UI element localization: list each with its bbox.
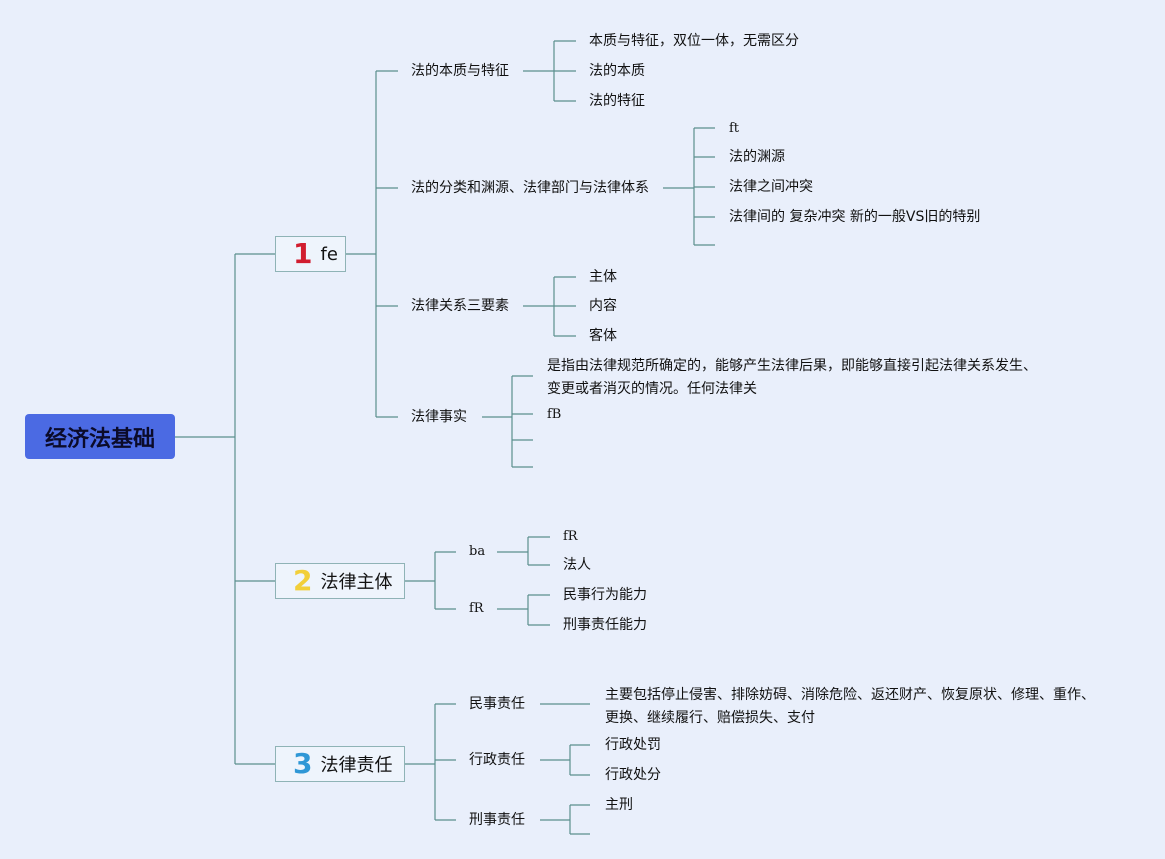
leaf-criminal-1[interactable]: 主刑 bbox=[605, 797, 633, 813]
leaf-classification-2[interactable]: 法的渊源 bbox=[729, 149, 785, 165]
topic-ba[interactable]: ba bbox=[469, 544, 486, 559]
topic-classification[interactable]: 法的分类和渊源、法律部门与法律体系 bbox=[411, 180, 649, 196]
leaf-admin-2[interactable]: 行政处分 bbox=[605, 767, 661, 783]
topic-essence[interactable]: 法的本质与特征 bbox=[411, 63, 509, 79]
topic-civil[interactable]: 民事责任 bbox=[469, 696, 525, 712]
branch-number-1: 1 bbox=[293, 237, 313, 270]
branch-node-2[interactable]: 2 法律主体 bbox=[275, 563, 405, 599]
topic-criminal[interactable]: 刑事责任 bbox=[469, 812, 525, 828]
branch-label-2: 法律主体 bbox=[320, 572, 393, 593]
leaf-ba-2[interactable]: 法人 bbox=[563, 557, 591, 573]
topic-admin[interactable]: 行政责任 bbox=[469, 752, 525, 768]
leaf-facts-1[interactable]: fB bbox=[547, 407, 562, 422]
topic-relation[interactable]: 法律关系三要素 bbox=[411, 298, 509, 314]
topic-facts[interactable]: 法律事实 bbox=[411, 409, 467, 425]
leaf-essence-3[interactable]: 法的特征 bbox=[589, 93, 645, 109]
root-node[interactable]: 经济法基础 bbox=[25, 414, 175, 459]
root-label: 经济法基础 bbox=[44, 426, 155, 452]
branch-node-1[interactable]: 1 fe bbox=[275, 236, 346, 272]
leaf-facts-definition[interactable]: 是指由法律规范所确定的，能够产生法律后果，即能够直接引起法律关系发生、变更或者消… bbox=[547, 358, 1037, 397]
branch-number-2: 2 bbox=[293, 564, 313, 597]
leaf-fr-2[interactable]: 刑事责任能力 bbox=[563, 617, 647, 633]
leaf-classification-3[interactable]: 法律之间冲突 bbox=[729, 179, 813, 195]
leaf-classification-1[interactable]: ft bbox=[729, 121, 740, 136]
branch-node-3[interactable]: 3 法律责任 bbox=[275, 746, 405, 782]
leaf-essence-2[interactable]: 法的本质 bbox=[589, 63, 645, 79]
branch-number-3: 3 bbox=[293, 747, 313, 780]
leaf-fr-1[interactable]: 民事行为能力 bbox=[563, 587, 647, 603]
leaf-classification-4[interactable]: 法律间的 复杂冲突 新的一般VS旧的特别 bbox=[729, 209, 981, 225]
leaf-ba-1[interactable]: fR bbox=[563, 529, 578, 544]
leaf-relation-3[interactable]: 客体 bbox=[589, 328, 617, 344]
leaf-admin-1[interactable]: 行政处罚 bbox=[605, 737, 661, 753]
leaf-relation-2[interactable]: 内容 bbox=[589, 298, 617, 314]
branch-label-3: 法律责任 bbox=[320, 755, 393, 776]
topic-fr[interactable]: fR bbox=[469, 601, 484, 616]
leaf-relation-1[interactable]: 主体 bbox=[589, 269, 617, 285]
branch-label-1: fe bbox=[320, 243, 338, 265]
leaf-essence-1[interactable]: 本质与特征，双位一体，无需区分 bbox=[589, 33, 799, 49]
leaf-civil-1[interactable]: 主要包括停止侵害、排除妨碍、消除危险、返还财产、恢复原状、修理、重作、更换、继续… bbox=[605, 687, 1095, 726]
